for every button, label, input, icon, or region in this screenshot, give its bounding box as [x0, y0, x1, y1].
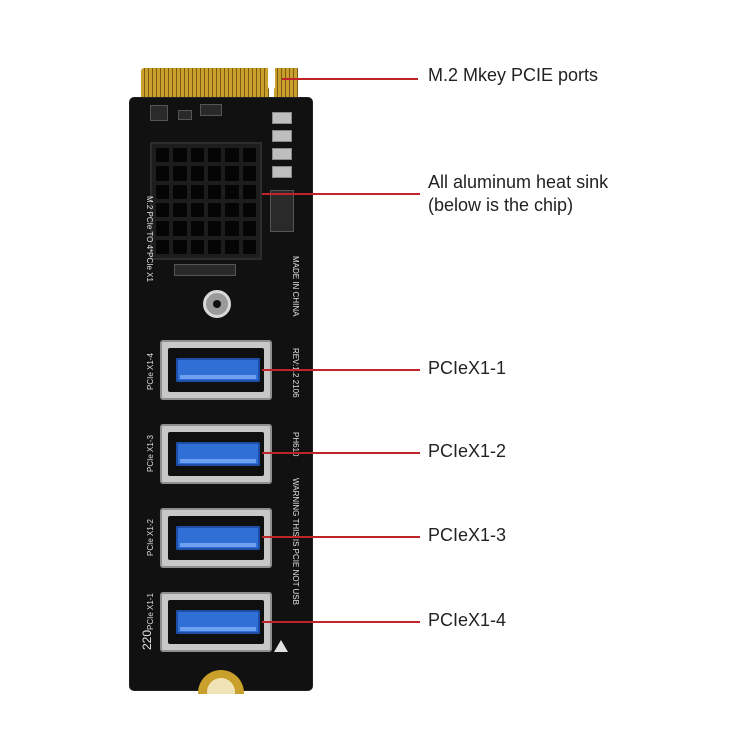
- smd-component: [178, 110, 192, 120]
- pcb-side-text: M.2 PCIe TO 4*PCIe X1: [145, 196, 154, 282]
- callout-line: [262, 369, 420, 371]
- callout-label: PCIeX1-2: [428, 441, 507, 461]
- smd-component: [272, 112, 292, 124]
- callout-label: PCIeX1-4: [428, 610, 507, 630]
- pcie-x1-port-2: [160, 424, 272, 484]
- pcie-x1-port-1: [160, 340, 272, 400]
- pcb-port-label: PCIe X1-3: [146, 435, 155, 472]
- smd-component: [150, 105, 168, 121]
- heat-sink: [150, 142, 262, 260]
- pcie-x1-port-3: [160, 508, 272, 568]
- callout-label: PCIeX1-1: [428, 358, 507, 378]
- smd-component: [272, 130, 292, 142]
- callout-label: (below is the chip): [428, 195, 574, 215]
- mounting-hole: [203, 290, 231, 318]
- smd-component: [270, 190, 294, 232]
- pcie-x1-port-4: [160, 592, 272, 652]
- callout-line: [262, 452, 420, 454]
- callout-line: [262, 193, 420, 195]
- callout-line: [262, 536, 420, 538]
- smd-component: [174, 264, 236, 276]
- pcb-side-text: MADE IN CHINA: [291, 256, 300, 317]
- pcb-port-label: PCIe X1-1: [146, 593, 155, 630]
- gold-fingers: [141, 68, 269, 98]
- smd-component: [272, 166, 292, 178]
- callout-label: All aluminum heat sink: [428, 172, 609, 192]
- m-key-notch: [268, 68, 275, 90]
- callout-line: [282, 78, 418, 80]
- warning-icon: [274, 640, 288, 652]
- pcb-port-label: PCIe X1-4: [146, 353, 155, 390]
- smd-component: [200, 104, 222, 116]
- callout-label: PCIeX1-3: [428, 525, 507, 545]
- pcb-side-text: WARNING THIS IS PCIE NOT USB: [291, 478, 300, 605]
- pcb-version-text: 220: [140, 629, 154, 650]
- smd-component: [272, 148, 292, 160]
- pcb-side-text: REV:1.2 2106: [291, 348, 300, 398]
- pcb-port-label: PCIe X1-2: [146, 519, 155, 556]
- callout-label: M.2 Mkey PCIE ports: [428, 65, 599, 85]
- gold-fingers-right: [274, 68, 298, 98]
- callout-line: [262, 621, 420, 623]
